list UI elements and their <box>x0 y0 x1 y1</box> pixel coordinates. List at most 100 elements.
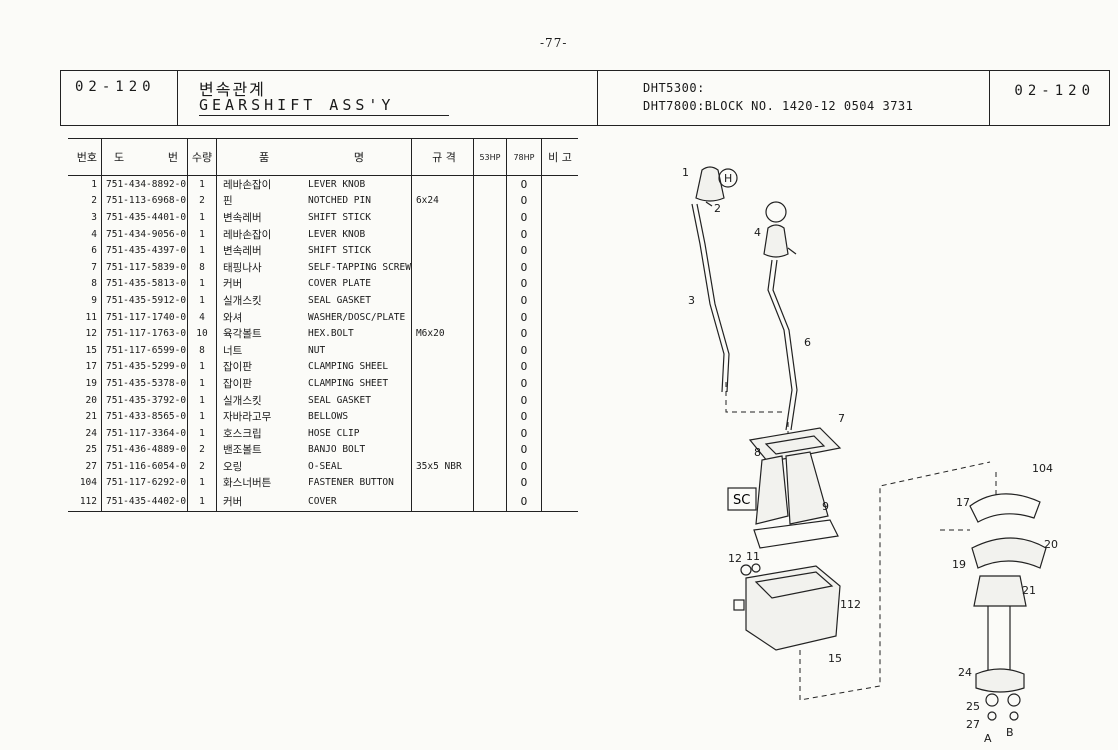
part-number: 751-435-4402-0 <box>101 491 188 513</box>
row-number: 9 <box>68 292 102 309</box>
callout-15: 15 <box>828 652 842 665</box>
name-korean: 커버 <box>223 278 243 291</box>
name-english: CLAMPING SHEET <box>306 375 412 392</box>
header-remarks: 비 고 <box>541 138 578 176</box>
specification: 35x5 NBR <box>411 458 474 475</box>
quantity: 1 <box>187 275 217 293</box>
quantity: 1 <box>187 292 217 309</box>
hp53-mark <box>473 375 507 392</box>
part-number: 751-433-8565-0 <box>101 408 188 425</box>
row-number: 21 <box>68 408 102 425</box>
part-number: 751-117-1763-0 <box>101 325 188 342</box>
hp78-mark: O <box>506 258 542 276</box>
part-number: 751-117-3364-0 <box>101 424 188 442</box>
hp53-mark <box>473 209 507 226</box>
remarks <box>541 193 578 210</box>
header-title-cell: 변속관계 GEARSHIFT ASS'Y <box>177 71 598 125</box>
name-english: SEAL GASKET <box>306 391 412 409</box>
quantity: 1 <box>187 242 217 259</box>
name-korean: 실개스킷 <box>223 294 262 307</box>
name-english: LEVER KNOB <box>306 175 412 193</box>
hp78-mark: O <box>506 375 542 392</box>
hp53-mark <box>473 441 507 459</box>
name-english: BANJO BOLT <box>306 441 412 459</box>
quantity: 1 <box>187 474 217 492</box>
remarks <box>541 309 578 326</box>
part-number: 751-117-1740-0 <box>101 308 188 326</box>
specification <box>411 474 474 492</box>
specification <box>411 175 474 193</box>
name-english: SELF-TAPPING SCREW <box>306 258 412 276</box>
callout-1: 1 <box>682 166 689 179</box>
quantity: 1 <box>187 391 217 409</box>
shift-stick-right <box>763 201 798 431</box>
remarks <box>541 209 578 226</box>
hp53-mark <box>473 192 507 210</box>
quantity: 2 <box>187 192 217 210</box>
callout-6: 6 <box>804 336 811 349</box>
specification <box>411 341 474 359</box>
row-number: 11 <box>68 308 102 326</box>
hp78-mark: O <box>506 424 542 442</box>
bellows-gasket <box>753 451 839 549</box>
hp78-mark: O <box>506 225 542 243</box>
quantity: 1 <box>187 408 217 425</box>
name-english: SEAL GASKET <box>306 292 412 309</box>
header-model-cell: DHT5300: DHT7800:BLOCK NO. 1420-12 0504 … <box>597 71 990 125</box>
remarks <box>541 226 578 243</box>
specification <box>411 358 474 376</box>
specification <box>411 391 474 409</box>
remarks <box>541 425 578 442</box>
quantity: 1 <box>187 491 217 513</box>
row-number: 27 <box>68 458 102 475</box>
name-english: SHIFT STICK <box>306 209 412 226</box>
header-78hp: 78HP <box>506 138 542 176</box>
header-53hp: 53HP <box>473 138 507 176</box>
remarks <box>541 392 578 409</box>
callout-21: 21 <box>1022 584 1036 597</box>
hp78-mark: O <box>506 175 542 193</box>
specification <box>411 225 474 243</box>
hp53-mark <box>473 474 507 492</box>
quantity: 2 <box>187 458 217 475</box>
part-number: 751-435-5378-0 <box>101 375 188 392</box>
clamping-plates <box>969 493 1047 569</box>
title-korean: 변속관계 <box>199 80 266 99</box>
quantity: 10 <box>187 325 217 342</box>
row-number: 6 <box>68 242 102 259</box>
remarks <box>541 176 578 193</box>
remarks <box>541 442 578 459</box>
bellows-right <box>973 575 1027 693</box>
specification <box>411 258 474 276</box>
hp78-mark: O <box>506 275 542 293</box>
name-english: HOSE CLIP <box>306 424 412 442</box>
callout-11: 11 <box>746 550 760 563</box>
row-number: 20 <box>68 391 102 409</box>
title-underline <box>199 115 449 116</box>
callout-4: 4 <box>754 226 761 239</box>
part-number: 751-113-6968-0 <box>101 192 188 210</box>
h-symbol-label: H <box>724 172 732 185</box>
name-korean: 태핑나사 <box>223 261 262 274</box>
remarks <box>541 375 578 392</box>
name-english: LEVER KNOB <box>306 225 412 243</box>
specification <box>411 408 474 425</box>
callout-112: 112 <box>840 598 861 611</box>
hp78-mark: O <box>506 192 542 210</box>
shift-stick-left: H <box>691 166 738 393</box>
quantity: 1 <box>187 209 217 226</box>
quantity: 8 <box>187 258 217 276</box>
name-english: BELLOWS <box>306 408 412 425</box>
header-spec: 규 격 <box>411 138 474 176</box>
header-code-left-cell: 02-120 <box>61 71 178 125</box>
part-number: 751-436-4889-0 <box>101 441 188 459</box>
name-korean: 잡이판 <box>223 377 252 390</box>
page-number: -77- <box>540 36 568 50</box>
